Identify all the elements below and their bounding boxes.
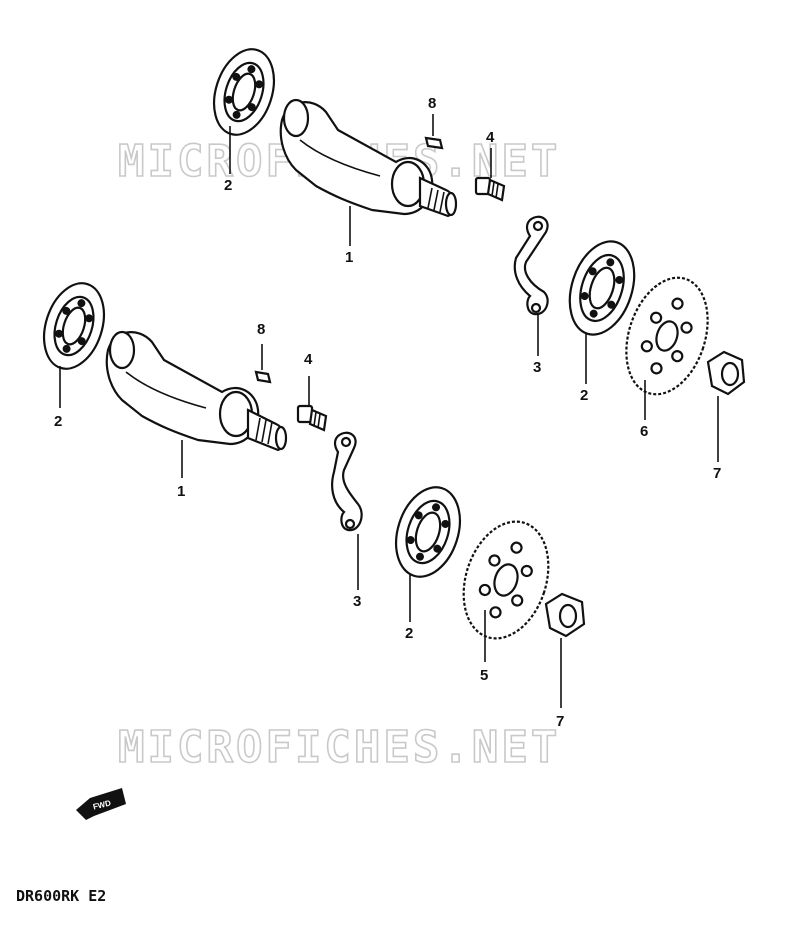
callout-1-lower: 1 bbox=[177, 483, 185, 500]
callout-5-lower: 5 bbox=[480, 667, 488, 684]
bolt-upper bbox=[474, 176, 506, 202]
callout-6-upper: 6 bbox=[640, 423, 648, 440]
callout-3-upper: 3 bbox=[533, 359, 541, 376]
bearing-lower-left bbox=[43, 282, 105, 370]
callout-8-upper: 8 bbox=[428, 95, 436, 112]
assembly-lower: 2 1 8 4 3 2 5 7 bbox=[43, 282, 586, 730]
callout-4-lower: 4 bbox=[304, 351, 313, 368]
bracket-lower bbox=[331, 431, 363, 532]
model-code: DR600RK E2 bbox=[16, 887, 107, 905]
bearing-upper-right bbox=[568, 240, 636, 336]
callout-4-upper: 4 bbox=[486, 129, 495, 146]
bolt-lower bbox=[296, 404, 328, 432]
callout-1-upper: 1 bbox=[345, 249, 353, 266]
bearing-lower-right bbox=[395, 486, 461, 578]
nut-upper bbox=[706, 350, 746, 396]
nut-lower bbox=[544, 592, 586, 638]
balancer-shaft-upper bbox=[279, 98, 458, 218]
assembly-upper: 2 1 8 4 3 2 6 7 bbox=[213, 48, 746, 482]
callout-2-lower-left: 2 bbox=[54, 413, 62, 430]
callout-2-lower-right: 2 bbox=[405, 625, 413, 642]
callout-7-lower: 7 bbox=[556, 713, 564, 730]
sprocket-upper bbox=[625, 276, 709, 396]
callout-2-upper-right: 2 bbox=[580, 387, 588, 404]
key-upper bbox=[424, 136, 444, 150]
callout-2-upper-left: 2 bbox=[224, 177, 232, 194]
fwd-label: FWD bbox=[92, 798, 112, 811]
bearing-upper-left bbox=[213, 48, 275, 136]
fwd-arrow-icon: FWD bbox=[76, 788, 126, 820]
callout-3-lower: 3 bbox=[353, 593, 361, 610]
balancer-shaft-lower bbox=[105, 330, 288, 452]
sprocket-lower bbox=[462, 520, 550, 640]
key-lower bbox=[254, 370, 272, 384]
callout-8-lower: 8 bbox=[257, 321, 265, 338]
watermark-bottom: MICROFICHES.NET bbox=[118, 722, 560, 773]
callout-7-upper: 7 bbox=[713, 465, 721, 482]
bracket-upper bbox=[513, 215, 549, 316]
